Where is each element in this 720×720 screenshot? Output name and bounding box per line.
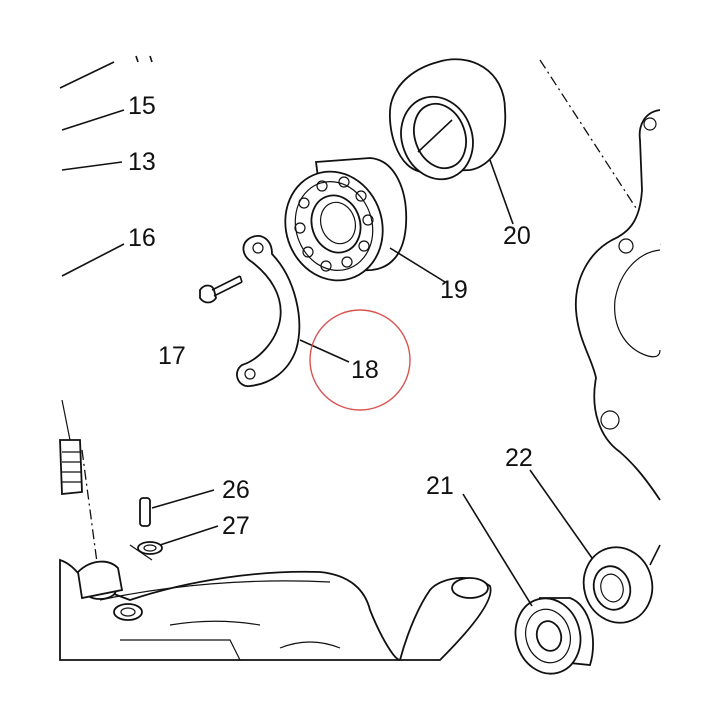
callout-26: 26	[222, 476, 250, 504]
part-17-screw	[199, 275, 243, 304]
part-19-bearing	[284, 157, 408, 282]
part-22-seal	[582, 544, 661, 624]
callout-18: 18	[351, 356, 379, 384]
crankcase-bottom	[59, 544, 492, 661]
callout-15: 15	[128, 92, 156, 120]
callout-27: 27	[222, 512, 250, 540]
callout-22: 22	[505, 444, 533, 472]
callout-13: 13	[128, 148, 156, 176]
callout-16: 16	[128, 224, 156, 252]
callout-leaders	[151, 159, 593, 607]
callout-21: 21	[426, 472, 454, 500]
crankcase-right	[575, 109, 661, 501]
part-18-retaining-plate	[236, 235, 301, 387]
axis-line	[81, 59, 661, 586]
callout-20: 20	[503, 222, 531, 250]
part-26-dowel-pin	[139, 497, 151, 527]
callout-19: 19	[440, 276, 468, 304]
part-27-o-ring	[137, 541, 163, 555]
left-leader-lines	[59, 55, 153, 277]
callout-17: 17	[158, 342, 186, 370]
threaded-stud	[59, 399, 83, 495]
part-21-bearing	[514, 597, 594, 675]
bearing-balls	[294, 176, 374, 272]
callout-labels: 15 13 16 17 18 19 20 21 22 26 27	[128, 92, 533, 540]
part-20-oil-seal	[389, 58, 507, 181]
highlight-circle	[309, 309, 411, 411]
